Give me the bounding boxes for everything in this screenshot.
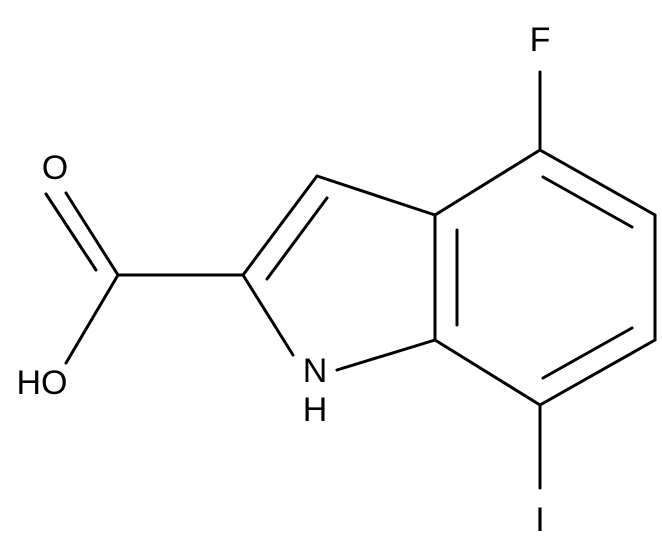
bond-c4-c5 xyxy=(538,148,657,217)
bond-carboxyl-hydroxyl xyxy=(64,273,120,365)
bond-c6-c7 xyxy=(538,338,657,407)
double-bond-c3-c2 xyxy=(265,196,329,281)
bond-carboxyl-carbonyl-o xyxy=(64,191,120,277)
double-bond-c4-c5 xyxy=(541,175,634,229)
nitrogen-hydrogen-label: H xyxy=(303,391,328,429)
carbonyl-oxygen-label: O xyxy=(42,149,68,187)
iodine-label: I xyxy=(535,501,544,539)
fluorine-label: F xyxy=(530,21,551,59)
hydroxyl-label: HO xyxy=(17,364,68,402)
bond-c3-c2 xyxy=(241,174,319,277)
bond-c3a-c3 xyxy=(315,174,437,217)
bond-c2-n1 xyxy=(241,273,295,357)
bond-c3a-c4 xyxy=(433,148,542,217)
ring-nitrogen-label: N xyxy=(303,352,328,390)
double-bond-carboxyl-carbonyl-o xyxy=(44,192,98,272)
double-bond-c6-c7 xyxy=(541,326,634,380)
bond-n1-c7a xyxy=(335,338,437,372)
bond-c7-c7a xyxy=(433,338,542,407)
